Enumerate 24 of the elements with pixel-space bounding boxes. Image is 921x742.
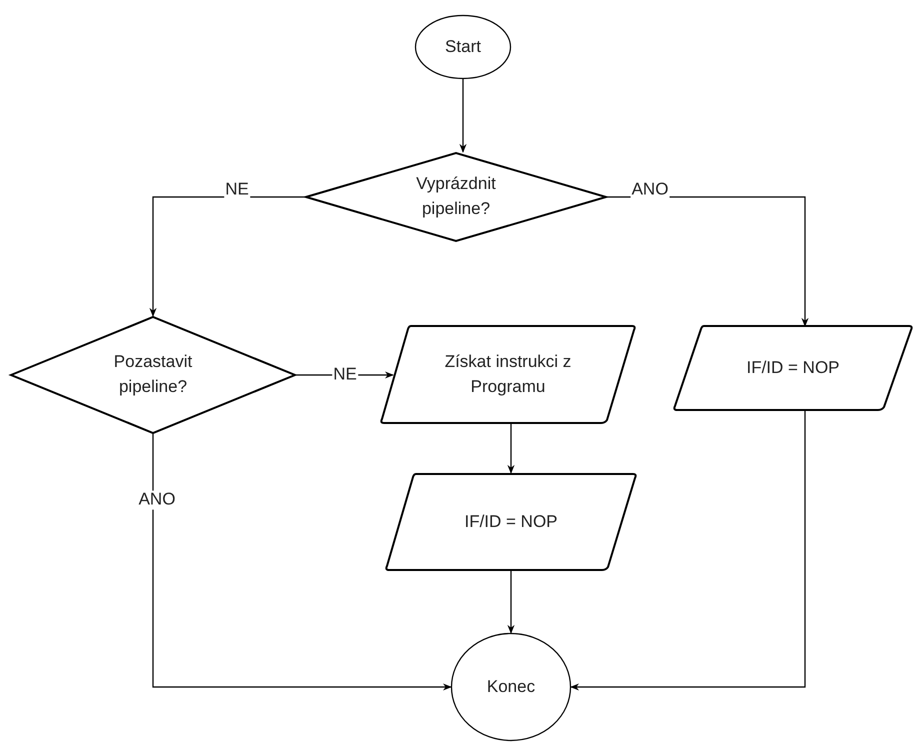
arrow (459, 79, 467, 153)
node-text: Pozastavit pipeline? (112, 351, 194, 398)
node-text: IF/ID = NOP (464, 510, 558, 533)
data-parallelogram (672, 325, 914, 411)
edge-label: ANO (630, 180, 670, 200)
arrow (570, 411, 806, 691)
data-parallelogram (379, 325, 637, 424)
edge-label: ANO (138, 490, 176, 510)
arrow (607, 196, 809, 327)
terminator-ellipse (415, 15, 511, 79)
decision-diamond (10, 316, 296, 434)
decision-diamond (305, 152, 607, 242)
arrow (507, 424, 515, 474)
node-text: Konec (486, 676, 536, 698)
data-parallelogram (384, 473, 638, 571)
node-text: IF/ID = NOP (746, 356, 840, 379)
terminator-ellipse (451, 633, 571, 741)
node-text: Vyprázdnit pipeline? (415, 173, 497, 220)
edge-label: NE (224, 180, 250, 200)
arrow (507, 571, 515, 634)
node-text: Start (445, 36, 481, 58)
arrow (149, 196, 305, 317)
arrow (152, 434, 452, 691)
node-text: Získat instrukci z Programu (444, 350, 572, 398)
